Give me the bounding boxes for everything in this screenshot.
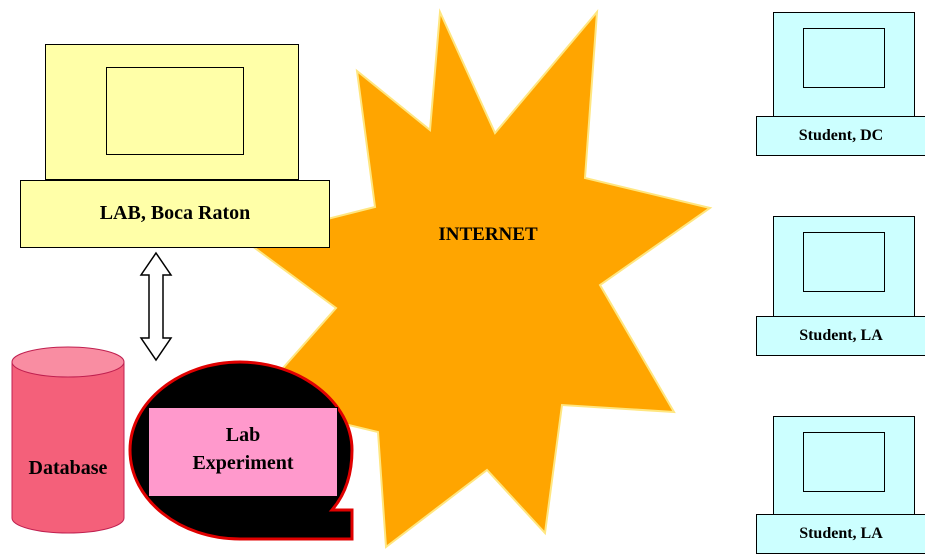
student-la-1-label: Student, LA <box>799 327 883 344</box>
lab-computer-base: LAB, Boca Raton <box>20 180 330 248</box>
database-cylinder-icon <box>11 346 125 534</box>
student-dc-label: Student, DC <box>798 127 884 144</box>
lab-experiment-box: Lab Experiment <box>148 407 338 497</box>
experiment-line2: Experiment <box>192 452 294 474</box>
lab-label: LAB, Boca Raton <box>99 202 251 224</box>
student-la-2-label: Student, LA <box>799 525 883 542</box>
lab-computer-screen <box>106 67 244 155</box>
internet-label: INTERNET <box>438 224 538 245</box>
database-label: Database <box>28 457 108 479</box>
student-la-1-screen <box>803 232 885 292</box>
experiment-line1: Lab <box>225 424 261 446</box>
student-la-2-base: Student, LA <box>756 514 925 554</box>
student-dc-base: Student, DC <box>756 116 925 156</box>
student-la-2-screen <box>803 432 885 492</box>
student-dc-screen <box>803 28 885 88</box>
student-la-1-base: Student, LA <box>756 316 925 356</box>
double-arrow-icon <box>139 251 173 362</box>
internet-starburst-icon <box>241 8 713 549</box>
